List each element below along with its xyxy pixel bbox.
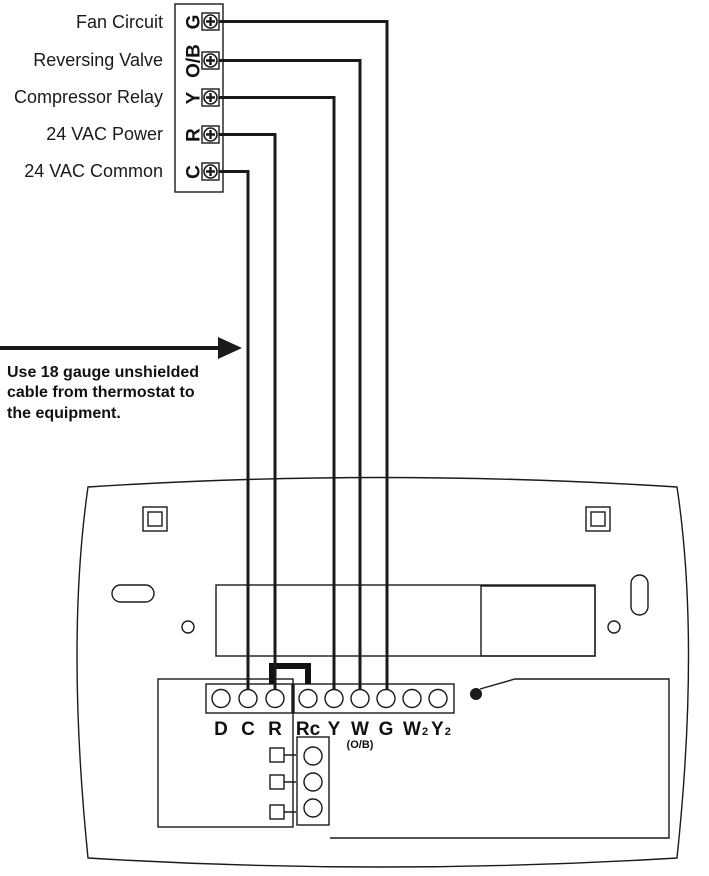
- equipment-terminal-block: G O/B Y R C: [174, 3, 224, 193]
- thermostat-base: [76, 476, 690, 868]
- screw-icon: [201, 88, 220, 107]
- note-line-3: the equipment.: [7, 405, 121, 422]
- note-line-2: cable from thermostat to: [7, 384, 195, 401]
- jumper-r-rc: [269, 663, 311, 684]
- terminal-letter-c: C: [184, 165, 205, 179]
- label-24vac-common: 24 VAC Common: [24, 161, 163, 181]
- switch-screw: [303, 746, 323, 766]
- switch-screw: [303, 798, 323, 818]
- screw-icon: [201, 162, 220, 181]
- indicator-dot: [470, 688, 482, 700]
- lower-compartment-left: [157, 678, 294, 828]
- terminal-letter-r: R: [184, 128, 205, 142]
- screw-w2: [402, 688, 422, 709]
- wire-c: [219, 170, 250, 690]
- screw-hole-right: [607, 620, 621, 634]
- mounting-slot-right: [630, 574, 649, 616]
- label-g: G: [379, 719, 394, 740]
- label-y2: Y2: [431, 719, 451, 740]
- label-fan-circuit: Fan Circuit: [76, 12, 163, 32]
- label-c: C: [241, 719, 255, 740]
- screw-icon: [201, 125, 220, 144]
- switch-tab: [269, 804, 285, 820]
- switch-tab: [269, 747, 285, 763]
- label-w2: W2: [403, 719, 428, 740]
- screw-y2: [428, 688, 448, 709]
- screw-y: [324, 688, 344, 709]
- screw-icon: [201, 51, 220, 70]
- screw-d: [211, 688, 231, 709]
- switch-tab: [269, 774, 285, 790]
- base-plate-outline: [76, 476, 690, 868]
- screw-g: [376, 688, 396, 709]
- label-24vac-power: 24 VAC Power: [46, 124, 163, 144]
- terminal-letter-ob: O/B: [184, 44, 205, 78]
- mounting-clip-icon: [142, 506, 168, 532]
- screw-w: [350, 688, 370, 709]
- wire-opening: [215, 584, 596, 657]
- arrow-right-icon: [0, 337, 242, 359]
- label-reversing-valve: Reversing Valve: [33, 50, 163, 70]
- wire-opening-inner: [480, 585, 596, 657]
- label-w: W: [351, 719, 369, 740]
- wire-ob: [219, 59, 362, 690]
- wire-g: [219, 20, 389, 690]
- screw-r: [265, 688, 285, 709]
- label-y: Y: [328, 719, 341, 740]
- screw-rc: [298, 688, 318, 709]
- screw-icon: [201, 12, 220, 31]
- wire-y: [219, 96, 336, 690]
- terminal-letter-g: G: [184, 15, 205, 30]
- note-line-1: Use 18 gauge unshielded: [7, 364, 199, 381]
- label-d: D: [214, 719, 228, 740]
- switch-screw: [303, 772, 323, 792]
- label-r: R: [268, 719, 282, 740]
- label-compressor-relay: Compressor Relay: [14, 87, 163, 107]
- lower-compartment-right: [330, 678, 670, 839]
- wire-r: [219, 133, 277, 690]
- terminal-letter-y: Y: [184, 91, 205, 104]
- switch-block: [296, 736, 330, 826]
- label-w-ob-note: (O/B): [347, 739, 374, 751]
- terminal-strip-main: [293, 683, 455, 714]
- label-rc: Rc: [296, 719, 321, 740]
- screw-c: [238, 688, 258, 709]
- screw-hole-left: [181, 620, 195, 634]
- mounting-clip-icon: [585, 506, 611, 532]
- mounting-slot-left: [111, 584, 155, 603]
